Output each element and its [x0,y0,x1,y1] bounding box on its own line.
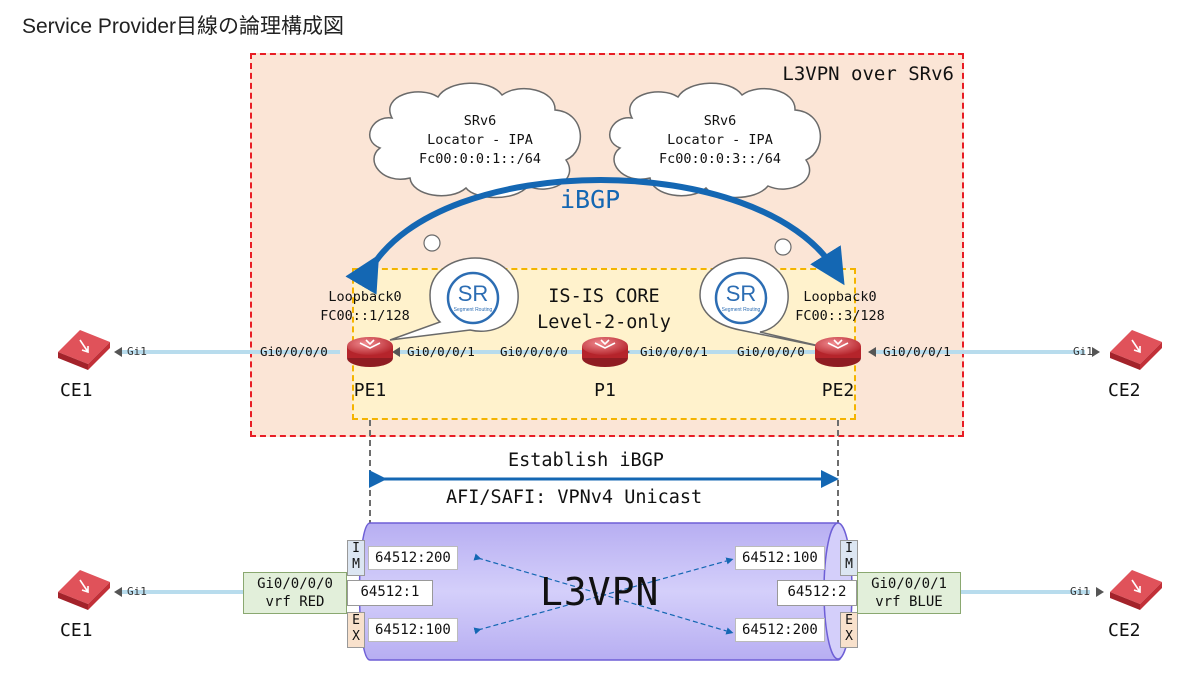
thought-bubble-right [774,238,792,256]
afi-safi-label: AFI/SAFI: VPNv4 Unicast [446,487,703,508]
ibgp-label: iBGP [560,185,621,214]
thought-bubble-left [423,234,441,252]
vrf-blue-interface: Gi0/0/0/1 [871,576,947,592]
vrf-red-ex-letter-1: E [352,613,360,628]
iface-ce2-top: Gi1 [1073,345,1093,358]
sr-logo-left-text: SR [457,281,489,306]
router-pe2-icon [815,337,861,367]
cloud-right [609,82,822,199]
cloud-left-line3: Fc00:0:0:1::/64 [419,151,541,167]
router-p1-icon [582,337,628,367]
vrf-red-rd: 64512:1 [347,580,433,606]
router-pe2-label: PE2 [821,380,855,401]
iface-p1-left: Gi0/0/0/0 [500,344,568,359]
sr-logo-right-text: SR [725,281,757,306]
vrf-blue-im-letter-2: M [845,557,853,572]
ce2-bottom-label: CE2 [1108,620,1141,641]
loopback-pe2-address: FC00::3/128 [795,308,885,324]
vrf-blue-import-tag: I M [840,540,858,576]
iface-pe1-left: Gi0/0/0/0 [260,344,328,359]
sr-logo-right: SR [716,283,766,305]
router-pe1-icon [347,337,393,367]
vrf-red-ex-letter-2: X [352,629,360,644]
vrf-blue-rd: 64512:2 [777,580,857,606]
port-arrow-ce2-bottom [1096,587,1104,597]
sr-bubble-right [699,257,829,349]
establish-ibgp-label: Establish iBGP [508,450,664,471]
sr-logo-left: SR [448,283,498,305]
cloud-right-line1: SRv6 [703,113,737,129]
port-arrow-pe1 [392,347,400,357]
ce1-top-label: CE1 [60,380,93,401]
loopback-pe1: Loopback0 FC00::1/128 [300,288,430,326]
cloud-right-line2: Locator - IPA [667,132,773,148]
ce2-top-label: CE2 [1108,380,1141,401]
vrf-blue-box: Gi0/0/0/1 vrf BLUE [857,572,961,614]
vrf-blue-name: vrf BLUE [875,594,943,610]
cloud-right-line3: Fc00:0:0:3::/64 [659,151,781,167]
vrf-blue-export-tag: E X [840,612,858,648]
vrf-blue-im-letter-1: I [845,541,853,556]
iface-ce1-bottom: Gi1 [127,585,147,598]
ce2-bottom-icon [1110,570,1162,610]
page-title: Service Provider目線の論理構成図 [22,15,345,38]
ce2-top-icon [1110,330,1162,370]
l3vpn-label: L3VPN [540,570,660,614]
isis-core-line2: Level-2-only [537,312,671,333]
cloud-left-line1: SRv6 [463,113,497,129]
vrf-red-name: vrf RED [265,594,325,610]
vrf-red-import-tag: I M [347,540,365,576]
iface-ce1-top: Gi1 [127,345,147,358]
ce1-top-icon [58,330,110,370]
vrf-blue-ex-letter-1: E [845,613,853,628]
loopback-pe2: Loopback0 FC00::3/128 [775,288,905,326]
loopback-pe2-name: Loopback0 [803,289,877,305]
vrf-red-export-rt: 64512:100 [368,618,458,642]
vrf-blue-ex-letter-2: X [845,629,853,644]
loopback-pe1-address: FC00::1/128 [320,308,410,324]
sr-bubble-left [389,257,519,341]
srv6-zone-label: L3VPN over SRv6 [782,63,954,85]
vrf-red-box: Gi0/0/0/0 vrf RED [243,572,347,614]
iface-pe1-right: Gi0/0/0/1 [407,344,475,359]
ce1-bottom-label: CE1 [60,620,93,641]
sr-logo-right-sub: Segment Routing [721,307,761,313]
iface-p1-right: Gi0/0/0/1 [640,344,708,359]
port-arrow-ce1-bottom [114,587,122,597]
router-p1-label: P1 [594,380,616,401]
vrf-red-im-letter-2: M [352,557,360,572]
port-arrow-ce2 [1092,347,1100,357]
cloud-left-text: SRv6 Locator - IPA Fc00:0:0:1::/64 [405,112,555,169]
port-arrow-ce1 [114,347,122,357]
iface-pe2-right: Gi0/0/0/1 [883,344,951,359]
ce1-bottom-icon [58,570,110,610]
rt-arrow-2 [473,557,734,635]
iface-ce2-bottom: Gi1 [1070,585,1090,598]
iface-pe2-left: Gi0/0/0/0 [737,344,805,359]
cloud-left-line2: Locator - IPA [427,132,533,148]
vrf-red-import-rt: 64512:200 [368,546,458,570]
vrf-blue-export-rt: 64512:200 [735,618,825,642]
cloud-right-text: SRv6 Locator - IPA Fc00:0:0:3::/64 [645,112,795,169]
vrf-red-interface: Gi0/0/0/0 [257,576,333,592]
port-arrow-pe2 [868,347,876,357]
router-pe1-label: PE1 [353,380,387,401]
vrf-red-export-tag: E X [347,612,365,648]
ibgp-arc-arrow [345,177,845,295]
vrf-red-im-letter-1: I [352,541,360,556]
vrf-blue-import-rt: 64512:100 [735,546,825,570]
loopback-pe1-name: Loopback0 [328,289,402,305]
sr-logo-left-sub: Segment Routing [453,307,493,313]
